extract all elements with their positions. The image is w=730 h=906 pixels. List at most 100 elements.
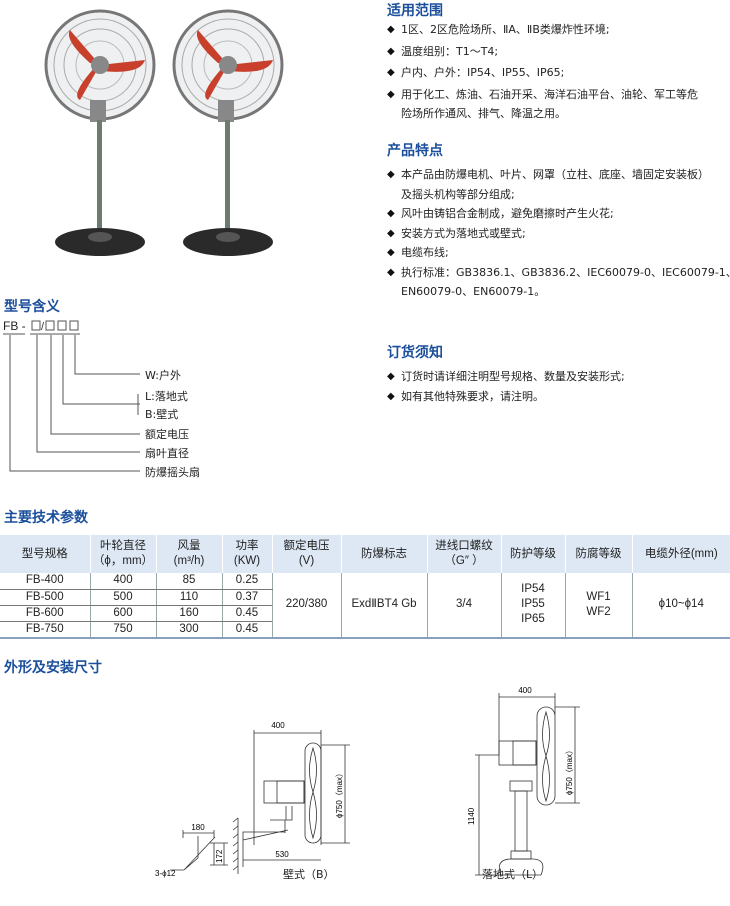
cell: 0.45 (221, 621, 272, 639)
wall-mount-caption: 壁式（B） (283, 868, 335, 881)
cell: FB-400 (0, 573, 90, 590)
list-item: 温度组别：T1～T4; (387, 42, 698, 62)
cell: 85 (155, 573, 222, 590)
model-label-l: L:落地式 (145, 390, 188, 403)
dim-hole-height: 172 (215, 849, 224, 863)
model-separator: / (41, 321, 45, 333)
column-header-text: 额定电压 (283, 540, 330, 552)
list-item: 户内、户外：IP54、IP55、IP65; (387, 63, 698, 83)
model-label-b: B:壁式 (145, 408, 179, 421)
wall-mount-drawing: 400 ϕ750（max） 530 180 172 3-ϕ12 (155, 721, 350, 878)
product-photo (44, 9, 284, 258)
column-header: 防护等级 (500, 535, 565, 573)
column-header-text: （G″ ） (444, 555, 484, 567)
column-header-text: （ϕ，mm） (92, 555, 154, 567)
model-code-diagram: / (3, 320, 140, 472)
model-label-voltage: 额定电压 (145, 428, 189, 441)
list-item: 本产品由防爆电机、叶片、网罩（立柱、底座、墙固定安装板） (387, 165, 730, 185)
voltage-cell: 220/380 (271, 573, 341, 639)
column-header-text: 防腐等级 (575, 547, 622, 560)
column-header-text: 电缆外径(mm) (644, 547, 718, 560)
features-heading: 产品特点 (387, 143, 443, 159)
dim-hole-width: 180 (191, 823, 205, 832)
column-header: 进线口螺纹（G″ ） (426, 535, 501, 573)
dim-width: 400 (518, 686, 532, 695)
cell: 500 (89, 589, 156, 606)
floor-stand-drawing: 400 ϕ750（max） 1140 (467, 686, 580, 876)
column-header: 防腐等级 (564, 535, 632, 573)
column-header-text: 风量 (177, 540, 201, 552)
model-label-diameter: 扇叶直径 (145, 447, 189, 460)
column-header-text: 叶轮直径 (100, 540, 146, 552)
list-item: 订货时请详细注明型号规格、数量及安装形式; (387, 367, 625, 387)
column-header-text: 防爆标志 (361, 547, 407, 560)
column-header: 电缆外径(mm) (631, 535, 730, 573)
column-header-text: (m³/h) (173, 555, 205, 567)
protection-value: IP55 (521, 598, 545, 611)
thread-cell: 3/4 (426, 573, 501, 639)
specs-table: 型号规格 叶轮直径 （ϕ，mm） 风量 (m³/h) 功率 (KW) 额定电压 (V) 防爆标志 进… (0, 535, 730, 639)
features-list: 本产品由防爆电机、叶片、网罩（立柱、底座、墙固定安装板） 及摇头机构等部分组成;… (387, 165, 730, 302)
cell: FB-500 (0, 589, 90, 606)
ex-mark-cell: ExdⅡBT4 Gb (340, 573, 427, 639)
list-item: 如有其他特殊要求，请注明。 (387, 387, 625, 407)
cell: 0.45 (221, 605, 272, 622)
anticorrosion-value: WF2 (586, 605, 611, 618)
dim-holes: 3-ϕ12 (155, 869, 176, 878)
column-header-text: (KW) (233, 555, 261, 567)
cable-cell: ϕ10~ϕ14 (631, 573, 730, 639)
cell: 0.25 (221, 573, 272, 590)
list-item: 风叶由铸铝合金制成，避免磨擦时产生火花; (387, 204, 730, 224)
list-item: 执行标准：GB3836.1、GB3836.2、IEC60079-0、IEC600… (387, 263, 730, 283)
column-header-text: (V) (298, 555, 315, 567)
dim-width: 400 (271, 721, 285, 730)
list-item-continuation: 及摇头机构等部分组成; (401, 187, 515, 201)
model-label-type: 防爆摇头扇 (145, 466, 200, 479)
column-header-text: 功率 (235, 540, 259, 552)
cell: 300 (155, 621, 222, 639)
column-header-text: 型号规格 (21, 547, 68, 560)
column-header: 型号规格 (0, 535, 90, 573)
dimensions-heading: 外形及安装尺寸 (4, 660, 102, 676)
dim-diameter: ϕ750（max） (335, 769, 344, 818)
scope-list: 1区、2区危险场所、ⅡA、ⅡB类爆炸性环境; 温度组别：T1～T4; 户内、户外… (387, 20, 698, 124)
column-header: 额定电压 (V) (271, 535, 341, 573)
cell: 400 (89, 573, 156, 590)
list-item-continuation: 险场所作通风、排气、降温之用。 (401, 107, 566, 120)
dim-diameter: ϕ750（max） (565, 746, 574, 795)
cell: 0.37 (221, 589, 272, 606)
list-item: 1区、2区危险场所、ⅡA、ⅡB类爆炸性环境; (387, 20, 698, 40)
floor-stand-caption: 落地式（L） (482, 868, 544, 881)
list-item: 用于化工、炼油、石油开采、海洋石油平台、油轮、军工等危 (387, 85, 698, 105)
cell: 110 (155, 589, 222, 606)
cell: 750 (89, 621, 156, 639)
protection-value: IP54 (521, 583, 545, 596)
model-prefix: FB - (3, 319, 26, 333)
specs-heading: 主要技术参数 (4, 510, 88, 526)
list-item: 电缆布线; (387, 243, 730, 263)
column-header: 叶轮直径 （ϕ，mm） (89, 535, 156, 573)
scope-heading: 适用范围 (387, 3, 443, 19)
model-label-w: W:户外 (145, 369, 181, 382)
column-header: 功率 (KW) (221, 535, 272, 573)
cell: FB-750 (0, 621, 90, 639)
model-heading: 型号含义 (4, 299, 60, 315)
cell: 600 (89, 605, 156, 622)
ordering-heading: 订货须知 (387, 345, 443, 361)
ordering-list: 订货时请详细注明型号规格、数量及安装形式; 如有其他特殊要求，请注明。 (387, 367, 625, 406)
column-header-text: 防护等级 (510, 547, 556, 560)
list-item: 安装方式为落地式或壁式; (387, 224, 730, 244)
anticorrosion-value: WF1 (586, 590, 611, 603)
list-item-continuation: EN60079-0、EN60079-1。 (401, 285, 546, 298)
cell: 160 (155, 605, 222, 622)
column-header: 防爆标志 (340, 535, 427, 573)
cell: FB-600 (0, 605, 90, 622)
dim-arm: 530 (275, 850, 289, 859)
dim-height: 1140 (467, 807, 476, 825)
